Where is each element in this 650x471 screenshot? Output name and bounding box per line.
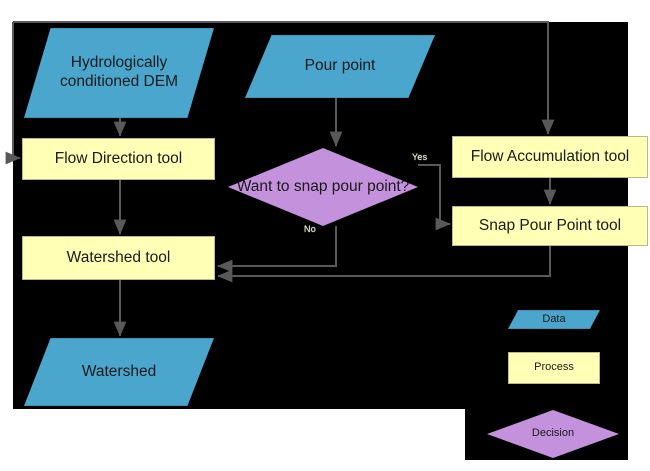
legend-label: Data [542,312,566,325]
node-flow-accumulation-tool[interactable]: Flow Accumulation tool [452,136,648,178]
node-label: Hydrologically conditioned DEM [59,54,179,90]
legend-label: Process [534,361,574,374]
node-label: Snap Pour Point tool [478,216,622,234]
node-pour-point[interactable]: Pour point [245,35,435,98]
legend-label: Decision [531,427,575,440]
edge-label-yes: Yes [412,152,428,162]
edge-label-no: No [304,224,316,234]
node-flow-direction-tool[interactable]: Flow Direction tool [22,138,215,180]
node-label: Watershed [81,362,157,380]
node-label: Watershed tool [66,248,171,266]
node-label: Flow Accumulation tool [470,147,630,165]
node-snap-pour-point-tool[interactable]: Snap Pour Point tool [452,206,648,246]
node-label: Flow Direction tool [54,149,183,167]
legend-item-process: Process [508,352,600,384]
node-watershed[interactable]: Watershed [24,338,214,406]
node-hydrologically-conditioned-dem[interactable]: Hydrologically conditioned DEM [24,28,214,118]
node-label: Pour point [304,57,376,75]
legend-item-data: Data [508,310,600,329]
node-watershed-tool[interactable]: Watershed tool [22,236,215,280]
node-label: Want to snap pour point? [236,177,410,195]
